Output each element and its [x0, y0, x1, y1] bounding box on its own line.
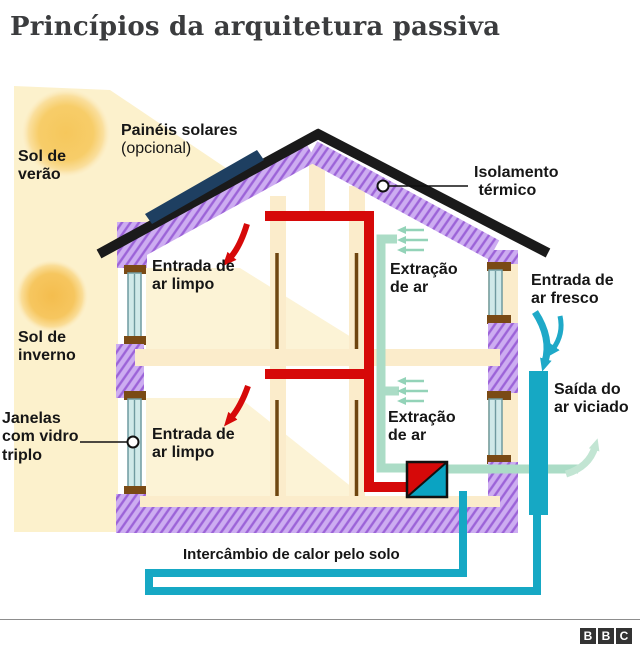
- bbc-logo: B B C: [580, 628, 632, 644]
- summer-sun-icon: [22, 89, 110, 177]
- doors: [275, 253, 359, 496]
- insulation-pointer: [376, 179, 468, 193]
- bbc-logo-letter: B: [580, 628, 596, 644]
- label-solar-panels: Painéis solares: [121, 122, 238, 139]
- stale-air-arrow: [564, 438, 600, 478]
- ground-floor: [140, 496, 500, 508]
- clean-air-arrow-upper: [222, 223, 250, 267]
- roof-insulation: [118, 141, 500, 265]
- extraction-arrows-upper: [397, 226, 428, 254]
- label-clean-air-lower: Entrada de ar limpo: [152, 426, 235, 462]
- supply-duct-red: [265, 211, 407, 492]
- floor-slab: [135, 349, 500, 366]
- label-extraction-lower: Extração de ar: [388, 409, 456, 445]
- solar-panel: [145, 150, 264, 224]
- label-fresh-air: Entrada de ar fresco: [531, 272, 614, 308]
- label-solar-panels-note: (opcional): [121, 140, 192, 157]
- right-wall: [487, 250, 518, 532]
- label-ground-heat-exchange: Intercâmbio de calor pelo solo: [183, 546, 400, 563]
- footer-divider: [0, 619, 640, 620]
- bbc-logo-letter: C: [616, 628, 632, 644]
- exhaust-stack: [529, 371, 548, 515]
- roof: [96, 128, 551, 259]
- ground-slab: [116, 507, 518, 533]
- label-extraction-upper: Extração de ar: [390, 261, 458, 297]
- clean-air-arrow-lower: [223, 385, 251, 427]
- label-winter-sun: Sol de inverno: [18, 329, 76, 365]
- bbc-logo-letter: B: [598, 628, 614, 644]
- fresh-air-arrows: [532, 310, 564, 372]
- winter-sun-icon: [16, 260, 88, 332]
- page-title: Princípios da arquitetura passiva: [10, 12, 501, 42]
- extraction-duct: [376, 234, 578, 474]
- label-clean-air-upper: Entrada de ar limpo: [152, 258, 235, 294]
- label-thermal-insulation: Isolamento térmico: [474, 164, 559, 200]
- heat-exchanger: [405, 460, 449, 499]
- extraction-arrows-lower: [397, 377, 428, 405]
- window-pointer: [80, 435, 140, 449]
- ground-loop-pipe: [145, 491, 541, 595]
- label-stale-air: Saída do ar viciado: [554, 381, 629, 417]
- label-summer-sun: Sol de verão: [18, 148, 67, 184]
- label-triple-windows: Janelas com vidro triplo: [2, 410, 79, 464]
